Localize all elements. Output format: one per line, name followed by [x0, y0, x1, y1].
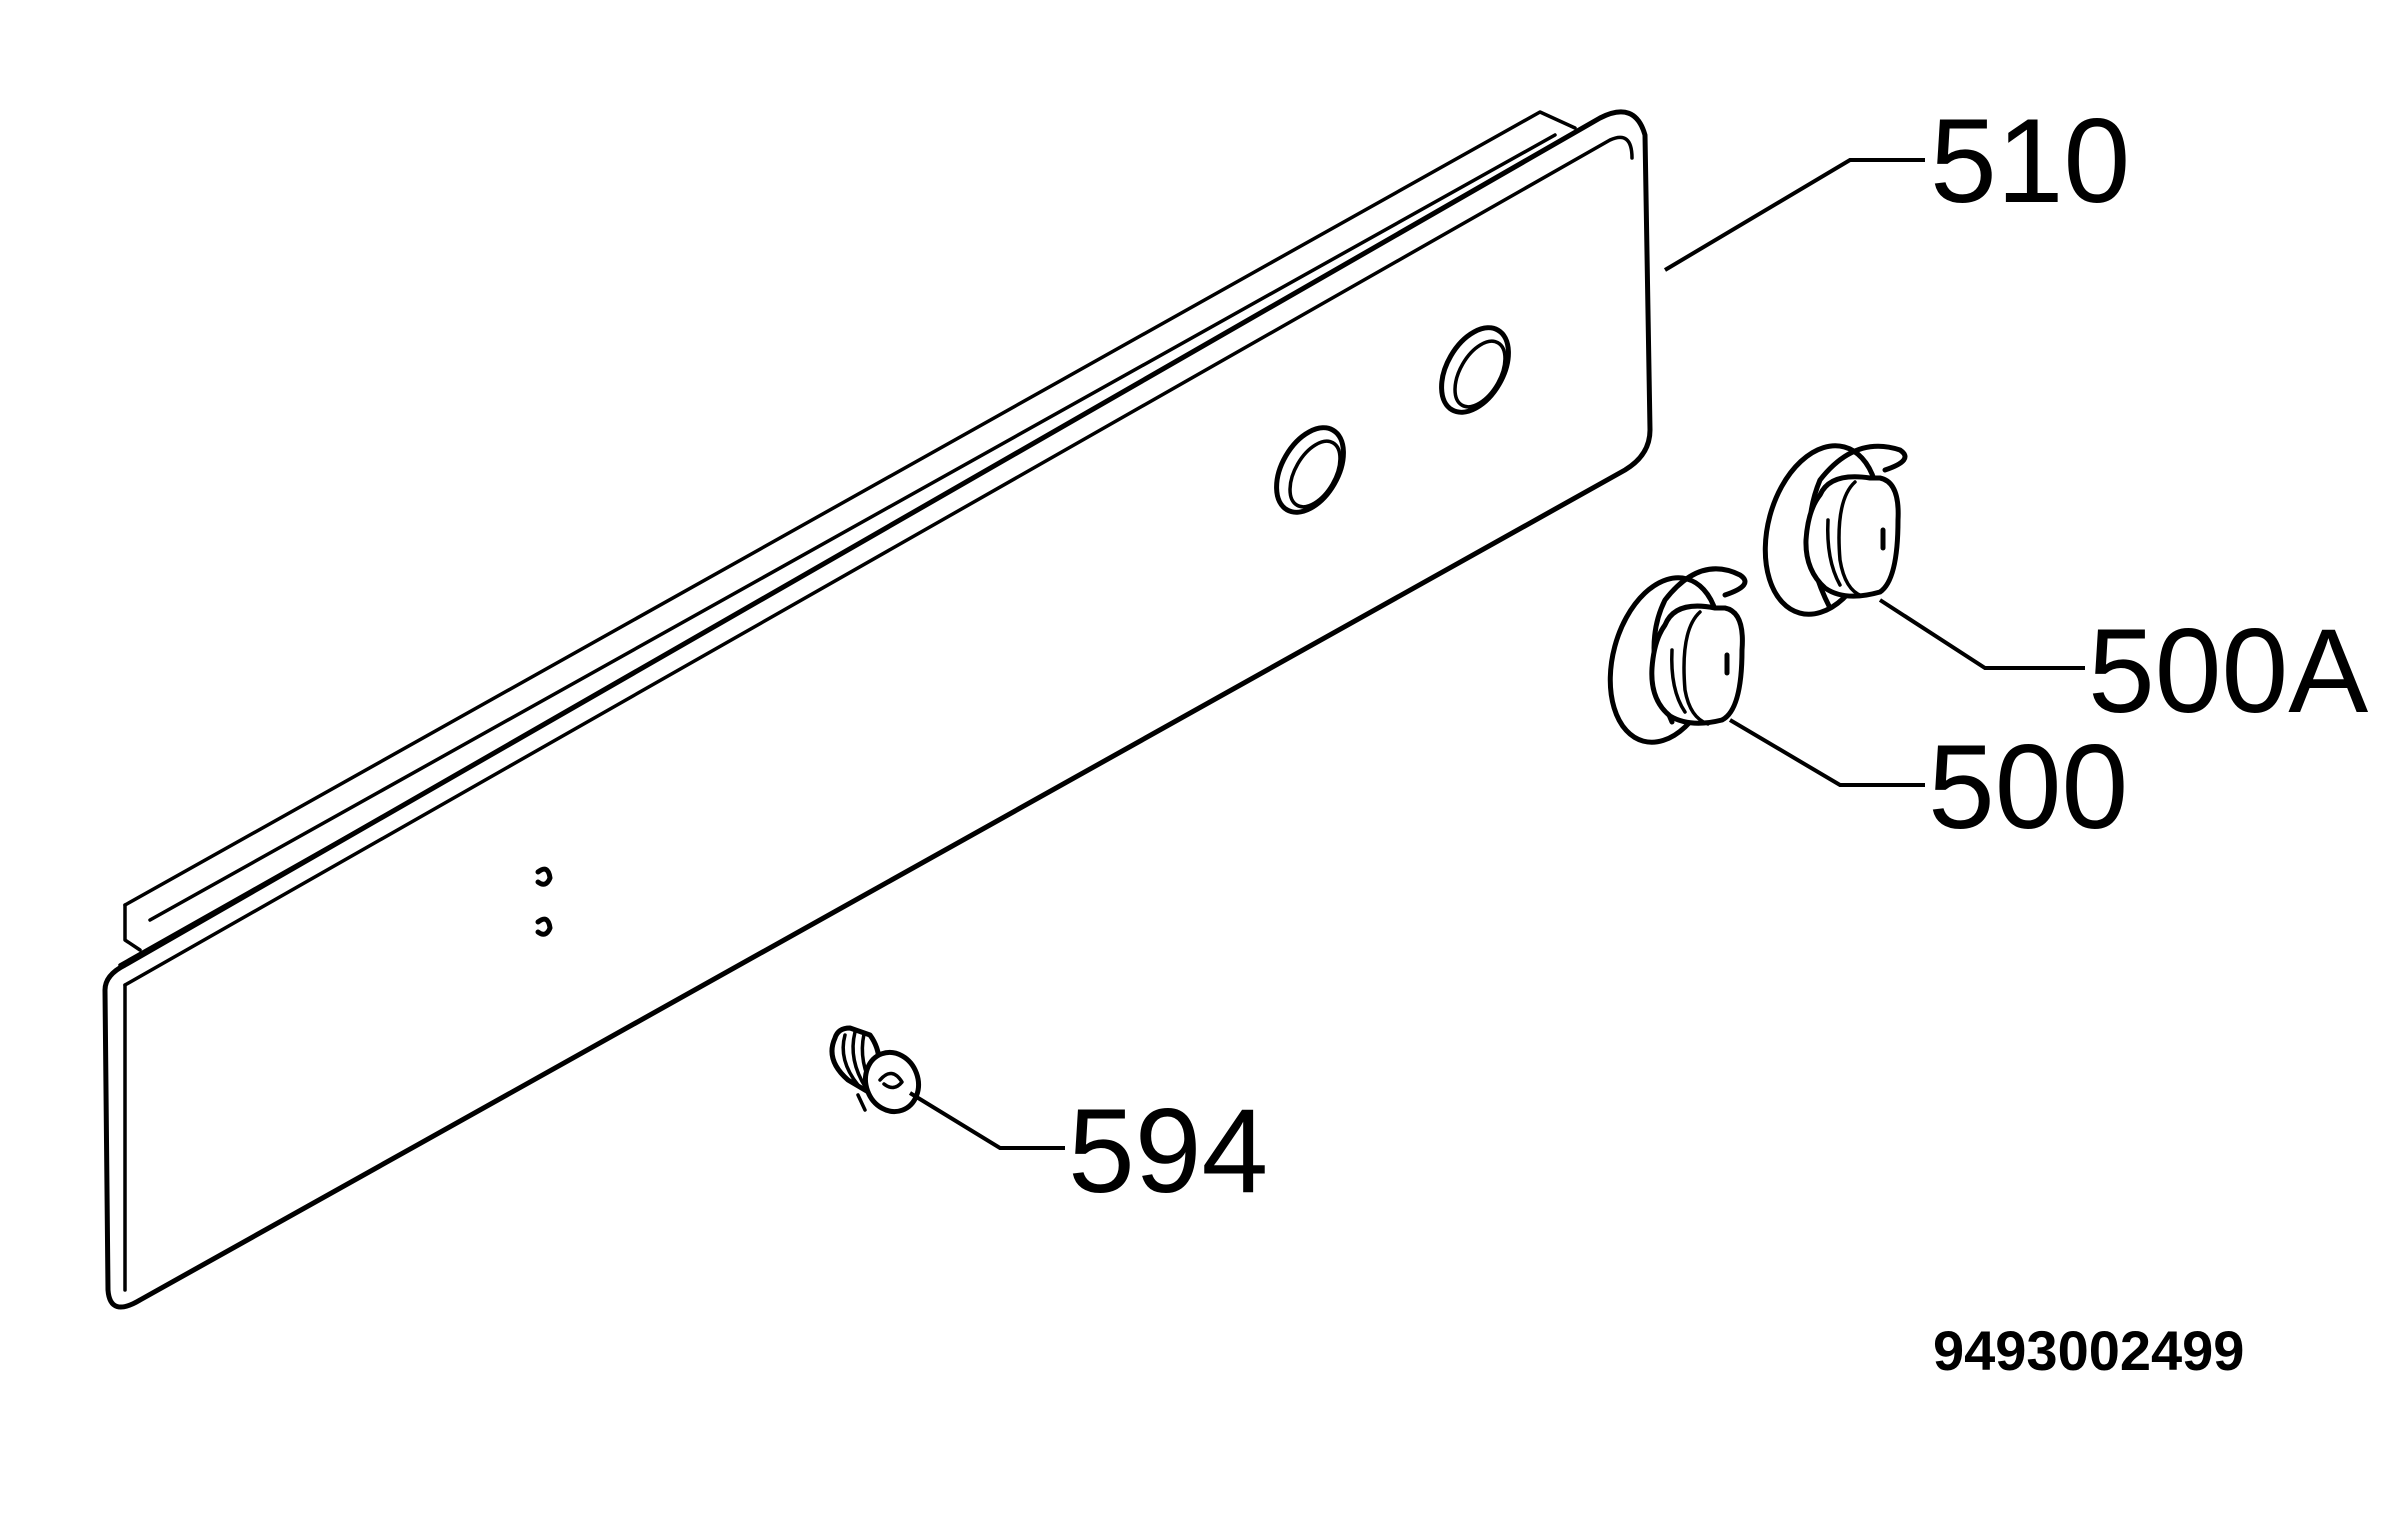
- lamp-mark-lower: [535, 916, 553, 937]
- indicator-lamp-594: [829, 1025, 921, 1115]
- leader-500a: [1878, 598, 2085, 670]
- leader-510: [1663, 158, 1925, 272]
- label-510: 510: [1930, 94, 2130, 228]
- leader-500: [1728, 718, 1925, 787]
- label-500: 500: [1928, 720, 2128, 854]
- label-594: 594: [1068, 1084, 1268, 1218]
- lamp-mark-upper: [535, 866, 553, 887]
- leader-594: [908, 1091, 1065, 1150]
- drawing-code: 9493002499: [1933, 1319, 2244, 1382]
- label-500a: 500A: [2088, 604, 2368, 738]
- knob-500: [1607, 566, 1748, 745]
- knob-500a: [1762, 443, 1908, 617]
- control-panel-fascia: [102, 109, 1653, 1310]
